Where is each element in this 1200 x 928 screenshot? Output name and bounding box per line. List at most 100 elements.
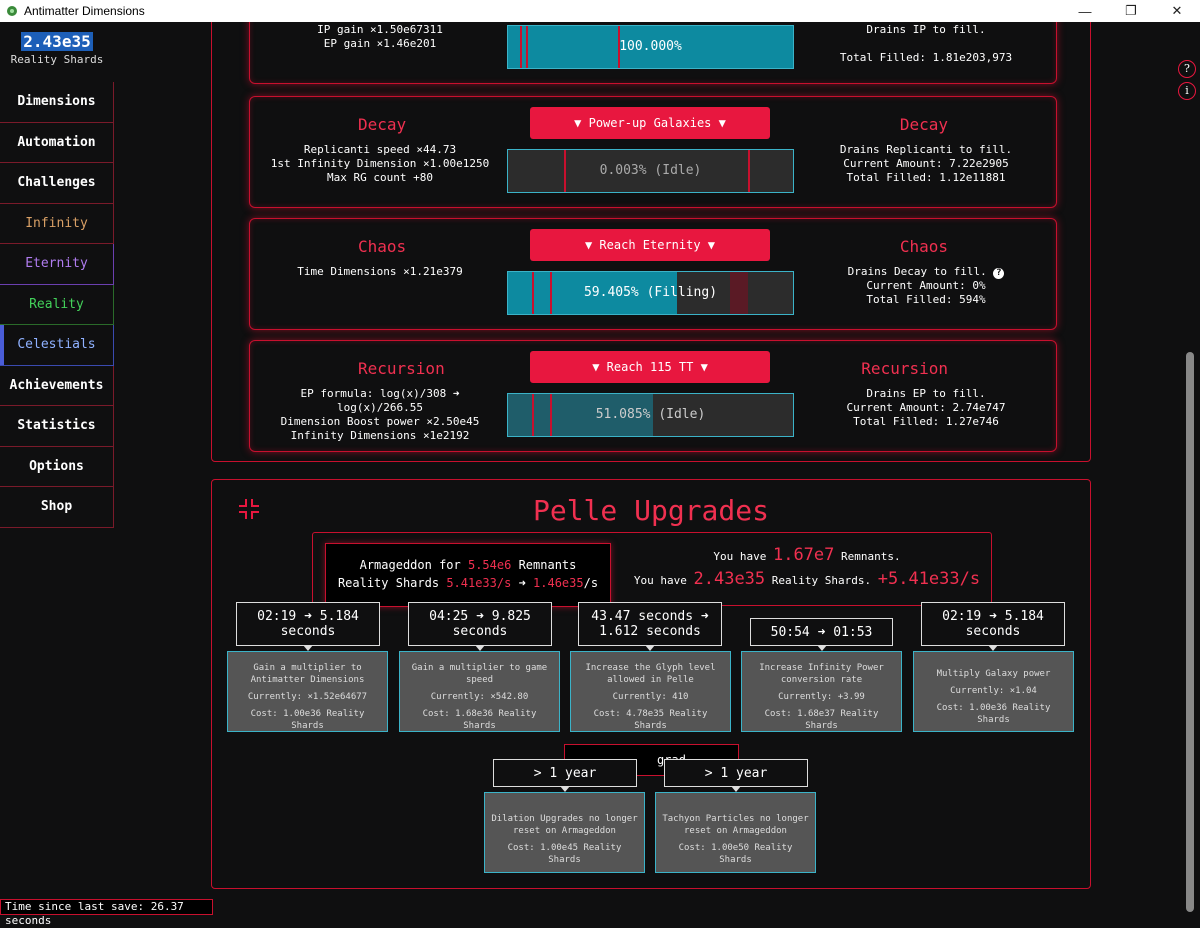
tooltip-line: 02:19 ➜ 5.184 <box>237 609 379 624</box>
close-button[interactable]: ✕ <box>1154 0 1200 22</box>
rift-fill-bar[interactable]: 51.085% (Idle) <box>507 393 794 437</box>
rift-drain-text: Drains Decay to fill. <box>848 265 987 278</box>
rift-drains: Drains EP to fill. Current Amount: 2.74e… <box>806 387 1046 429</box>
upgrade-desc: speed <box>404 674 555 686</box>
rift-drain-line: Current Amount: 2.74e747 <box>806 401 1046 415</box>
rift-drain-line: Total Filled: 594% <box>806 293 1046 307</box>
rift-decay: Decay Decay ▼ Power-up Galaxies ▼ Replic… <box>249 96 1057 208</box>
resource-display: 2.43e35 Reality Shards <box>0 22 114 82</box>
rift-recursion: Recursion Recursion ▼ Reach 115 TT ▼ EP … <box>249 340 1057 452</box>
armageddon-rate-to: 1.46e35 <box>533 576 584 590</box>
armageddon-rate-from: 5.41e33/s <box>446 576 511 590</box>
rift-drain-line: Current Amount: 7.22e2905 <box>806 157 1046 171</box>
app-icon <box>6 5 18 17</box>
rift-title-right: Chaos <box>900 237 948 256</box>
rift-bar-label: 51.085% (Idle) <box>508 407 793 422</box>
pelle-heading: Pelle Upgrades <box>212 494 1090 527</box>
tooltip-line: seconds <box>922 624 1064 639</box>
armageddon-line-2: Reality Shards 5.41e33/s ➜ 1.46e35/s <box>326 574 610 592</box>
upgrade-tooltip: 50:54 ➜ 01:53 <box>750 618 893 646</box>
tab-achievements[interactable]: Achievements <box>0 366 114 407</box>
tab-dimensions[interactable]: Dimensions <box>0 82 114 123</box>
upgrade-desc: allowed in Pelle <box>575 674 726 686</box>
rift-fill-bar[interactable]: 59.405% (Filling) <box>507 271 794 315</box>
upgrade-desc: reset on Armageddon <box>489 825 640 837</box>
armageddon-line-1: Armageddon for 5.54e6 Remnants <box>326 556 610 574</box>
right-icons: ? i <box>1178 60 1198 104</box>
armageddon-suffix: Remnants <box>511 558 576 572</box>
rift-effects: EP formula: log(x)/308 ➜ log(x)/266.55 D… <box>260 387 500 443</box>
rift-bar-label: 100.000% <box>508 39 793 54</box>
upgrade-cost: Cost: 1.00e36 Reality Shards <box>232 708 383 732</box>
rift-bar-label: 59.405% (Filling) <box>508 285 793 300</box>
rift-drain-line: Drains Decay to fill. ? <box>806 265 1046 279</box>
main-content: IP gain ×1.50e67311 EP gain ×1.46e201 10… <box>114 22 1182 915</box>
upgrade-desc: Dilation Upgrades no longer <box>489 813 640 825</box>
rift-effects: Replicanti speed ×44.73 1st Infinity Dim… <box>260 143 500 185</box>
tab-options[interactable]: Options <box>0 447 114 488</box>
rift-drain-line: Total Filled: 1.27e746 <box>806 415 1046 429</box>
upgrade-current: Currently: 410 <box>575 691 726 703</box>
rift-drain-line: Total Filled: 1.12e11881 <box>806 171 1046 185</box>
upgrade-cost: Cost: 4.78e35 Reality Shards <box>575 708 726 732</box>
upgrade-tooltip: > 1 year <box>664 759 808 787</box>
upgrade-current: Currently: ×1.04 <box>918 685 1069 697</box>
help-icon[interactable]: ? <box>993 268 1004 279</box>
sidebar: 2.43e35 Reality Shards Dimensions Automa… <box>0 22 114 915</box>
rift-chaos: Chaos Chaos ▼ Reach Eternity ▼ Time Dime… <box>249 218 1057 330</box>
rift-fill-bar[interactable]: 0.003% (Idle) <box>507 149 794 193</box>
rift-drain-line <box>806 37 1046 51</box>
upgrade-current: Currently: ×1.52e64677 <box>232 691 383 703</box>
tab-reality[interactable]: Reality <box>0 285 114 326</box>
rift-effects: IP gain ×1.50e67311 EP gain ×1.46e201 <box>260 23 500 51</box>
rift-effect-line: 1st Infinity Dimension ×1.00e1250 <box>260 157 500 171</box>
rift-drains: Drains Decay to fill. ? Current Amount: … <box>806 265 1046 307</box>
minimize-button[interactable]: — <box>1062 0 1108 22</box>
rift-milestone-button[interactable]: ▼ Reach Eternity ▼ <box>530 229 770 261</box>
tab-infinity[interactable]: Infinity <box>0 204 114 245</box>
upgrade-tooltip: > 1 year <box>493 759 637 787</box>
pelle-upgrades-panel: Pelle Upgrades Armageddon for 5.54e6 Rem… <box>211 479 1091 889</box>
tab-statistics[interactable]: Statistics <box>0 406 114 447</box>
reality-shards-label: Reality Shards <box>0 53 114 66</box>
upgrade-cost: Cost: 1.00e45 Reality Shards <box>489 842 640 866</box>
tab-eternity[interactable]: Eternity <box>0 244 114 285</box>
rs-prefix: You have <box>634 574 694 587</box>
upgrade-current: Currently: +3.99 <box>746 691 897 703</box>
upgrade-desc: reset on Armageddon <box>660 825 811 837</box>
pelle-info-box: Armageddon for 5.54e6 Remnants Reality S… <box>312 532 992 606</box>
tab-celestials[interactable]: Celestials <box>0 325 114 366</box>
rift-effect-line: Replicanti speed ×44.73 <box>260 143 500 157</box>
upgrade-desc: Tachyon Particles no longer <box>660 813 811 825</box>
info-icon[interactable]: i <box>1178 82 1196 100</box>
tab-challenges[interactable]: Challenges <box>0 163 114 204</box>
rift-fill-bar[interactable]: 100.000% <box>507 25 794 69</box>
rift-title: Chaos <box>358 237 406 256</box>
help-icon[interactable]: ? <box>1178 60 1196 78</box>
reality-shards-amount: 2.43e35 <box>21 32 92 51</box>
tab-shop[interactable]: Shop <box>0 487 114 528</box>
remnants-suffix: Remnants. <box>834 550 900 563</box>
rift-milestone-button[interactable]: ▼ Reach 115 TT ▼ <box>530 351 770 383</box>
restore-button[interactable]: ❐ <box>1108 0 1154 22</box>
scrollbar[interactable] <box>1186 352 1194 912</box>
window-titlebar: Antimatter Dimensions — ❐ ✕ <box>0 0 1200 22</box>
armageddon-button[interactable]: Armageddon for 5.54e6 Remnants Reality S… <box>325 543 611 607</box>
upgrade-desc: Gain a multiplier to <box>232 662 383 674</box>
armageddon-remnants: 5.54e6 <box>468 558 511 572</box>
armageddon-rs-label: Reality Shards <box>338 576 446 590</box>
upgrade-desc: Antimatter Dimensions <box>232 674 383 686</box>
tab-automation[interactable]: Automation <box>0 123 114 164</box>
rift-effect-line: EP formula: log(x)/308 ➜ log(x)/266.55 <box>260 387 500 415</box>
rift-milestone-button[interactable]: ▼ Power-up Galaxies ▼ <box>530 107 770 139</box>
save-timer: Time since last save: 26.37 seconds <box>0 899 213 915</box>
